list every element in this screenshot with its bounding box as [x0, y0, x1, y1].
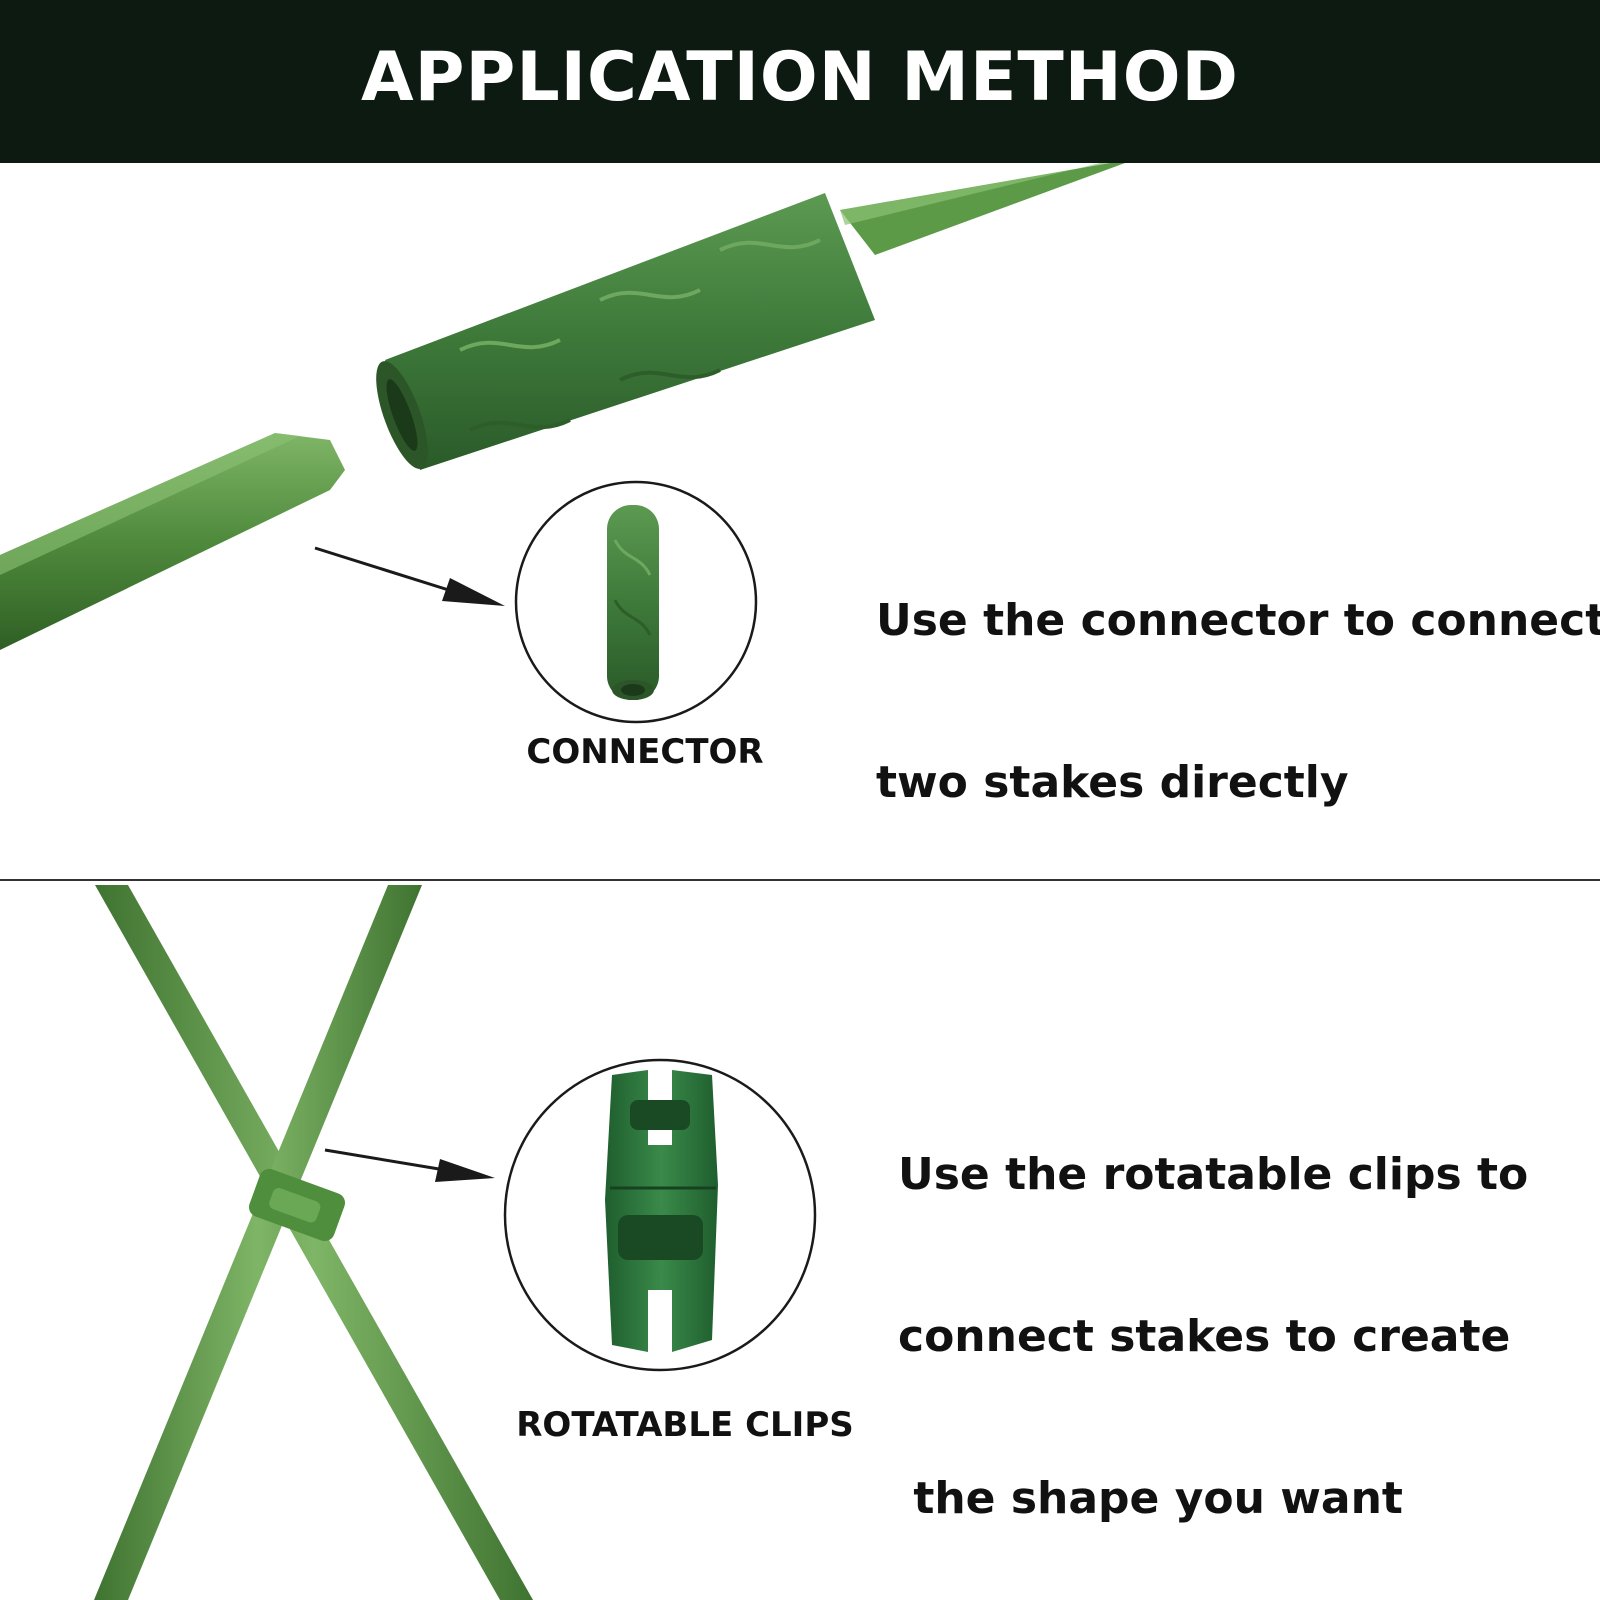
crossed-stake-right	[94, 885, 422, 1600]
section-divider	[0, 879, 1600, 881]
connector-arrow	[314, 546, 505, 606]
header-bar: APPLICATION METHOD	[0, 0, 1600, 163]
clips-arrow	[324, 1148, 495, 1182]
connector-label: CONNECTOR	[526, 732, 764, 772]
connector-callout	[514, 480, 758, 724]
crossing-clip	[248, 1168, 346, 1242]
page-title: APPLICATION METHOD	[361, 38, 1239, 117]
connector-description-line2: two stakes directly	[876, 757, 1349, 808]
clips-description-line1: Use the rotatable clips to	[898, 1149, 1529, 1200]
clips-description: Use the rotatable clips to connect stake…	[898, 1040, 1528, 1580]
connector-sleeve	[376, 193, 875, 470]
connector-illustration	[0, 163, 1125, 724]
upper-stake	[840, 163, 1125, 255]
connector-description-line1: Use the connector to connect	[876, 595, 1600, 646]
connector-description: Use the connector to connect two stakes …	[876, 486, 1600, 864]
crossed-stake-left	[95, 885, 533, 1600]
lower-stake	[0, 433, 345, 650]
clips-callout	[503, 1058, 817, 1372]
clips-description-line3: the shape you want	[898, 1473, 1403, 1524]
clips-description-line2: connect stakes to create	[898, 1311, 1511, 1362]
clips-label: ROTATABLE CLIPS	[516, 1405, 854, 1445]
